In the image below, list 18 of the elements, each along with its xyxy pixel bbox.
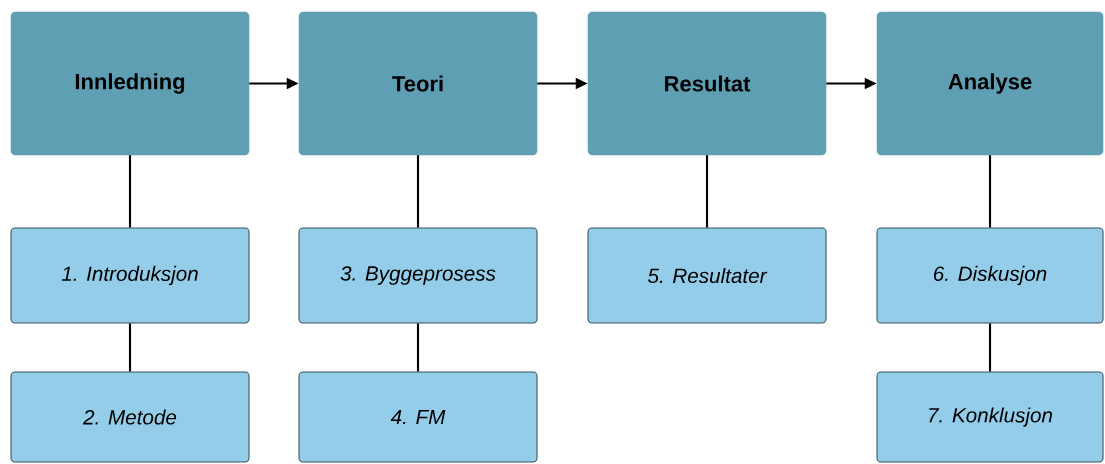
section-box: Resultat: [587, 11, 827, 156]
section-box: Analyse: [876, 11, 1104, 156]
chapter-box: 2. Metode: [10, 371, 250, 463]
connector-line: [988, 323, 992, 372]
connector-line: [128, 323, 132, 372]
connector-line: [416, 323, 420, 372]
section-box: Innledning: [10, 11, 250, 156]
chapter-box: 5. Resultater: [587, 227, 827, 324]
connector-line: [128, 155, 132, 228]
chapter-box: 1. Introduksjon: [10, 227, 250, 324]
connector-line: [988, 155, 992, 228]
connector-line: [416, 155, 420, 228]
connector-line: [705, 155, 709, 228]
chapter-box: 4. FM: [298, 371, 538, 463]
chapter-box: 6. Diskusjon: [876, 227, 1104, 324]
chapter-box: 3. Byggeprosess: [298, 227, 538, 324]
chapter-box: 7. Konklusjon: [876, 371, 1104, 463]
section-box: Teori: [298, 11, 538, 156]
